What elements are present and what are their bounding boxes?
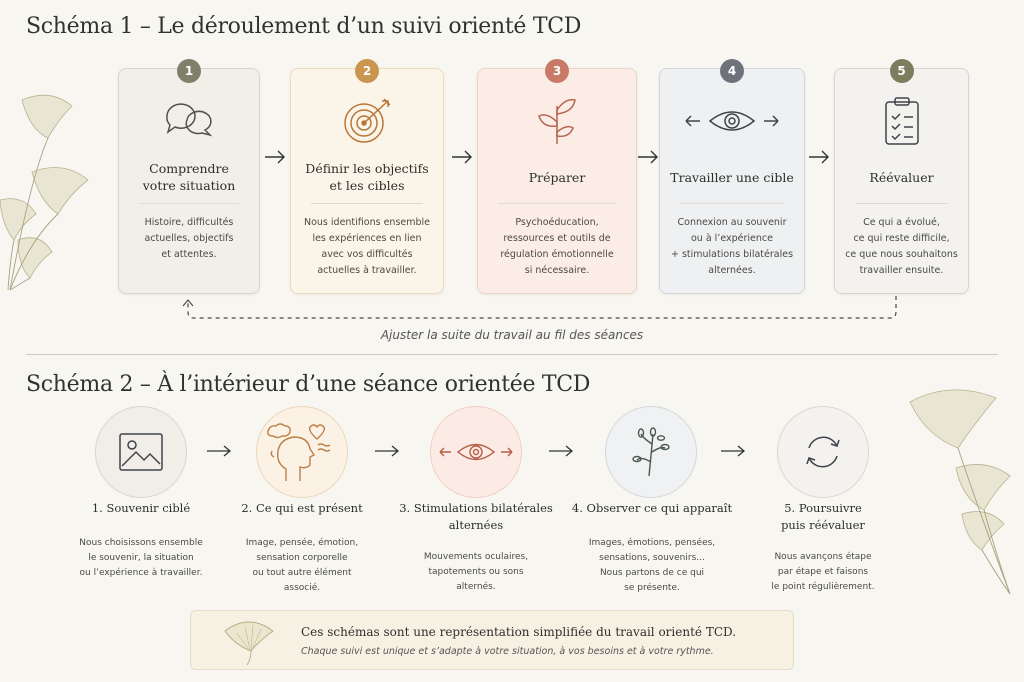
arrow-right-icon	[549, 445, 574, 457]
schema2-title: Schéma 2 – À l’intérieur d’une séance or…	[26, 372, 591, 397]
ginkgo-leaf-icon	[224, 621, 274, 666]
step-card-2: 2 Définir les objectifs et les cibles No…	[290, 59, 444, 294]
step-badge: 3	[545, 59, 569, 83]
session-step-title: 2. Ce qui est présent	[241, 501, 363, 515]
feedback-loop-label: Ajuster la suite du travail au fil des s…	[380, 328, 644, 342]
step-badge: 5	[889, 59, 914, 83]
eye-arrows-icon	[685, 111, 779, 131]
note-line-2: Chaque suivi est unique et s’adapte à vo…	[301, 646, 714, 657]
session-step-title: 1. Souvenir ciblé	[91, 501, 191, 515]
step-card-4: 4 Travailler une cible Connexion au souv…	[659, 59, 805, 294]
session-step-description: Images, émotions, pensées, sensations, s…	[588, 538, 716, 593]
session-step-description: Nous choisissons ensemble le souvenir, l…	[79, 538, 203, 578]
step-card-description: Psychoéducation, ressources et outils de…	[500, 217, 614, 276]
step-badge: 4	[720, 59, 744, 83]
arrow-right-icon	[809, 150, 829, 164]
session-step-title: 5. Poursuivre puis réévaluer	[781, 501, 865, 532]
session-step-title: 3. Stimulations bilatérales alternées	[399, 501, 553, 532]
eye-arrows-icon	[439, 443, 513, 461]
step-card-title: Réévaluer	[869, 169, 934, 185]
step-card-title: Travailler une cible	[670, 169, 794, 185]
arrow-right-icon	[638, 150, 658, 164]
section-divider	[26, 354, 998, 355]
session-step-circle-1	[95, 406, 187, 498]
step-card-description: Histoire, difficultés actuelles, objecti…	[144, 217, 234, 260]
session-step-circle-4	[605, 406, 697, 498]
step-card-title: Comprendre votre situation	[142, 161, 236, 193]
step-card-5: 5 Réévaluer Ce qui a évolué, ce qui rest…	[834, 59, 969, 294]
branch-icon	[632, 427, 670, 477]
session-step-description: Mouvements oculaires, tapotements ou son…	[423, 552, 529, 592]
step-card-description: Nous identifions ensemble les expérience…	[303, 217, 431, 276]
arrow-right-icon	[265, 150, 285, 164]
ginkgo-leaves-left-decoration	[0, 94, 89, 291]
step-card-1: 1 Comprendre votre situation Histoire, d…	[118, 59, 260, 294]
target-icon	[344, 98, 391, 143]
head-thoughts-icon	[267, 423, 331, 481]
arrow-right-icon	[375, 445, 400, 457]
clipboard-checklist-icon	[884, 97, 919, 145]
note-line-1: Ces schémas sont une représentation simp…	[301, 625, 737, 639]
session-step-circle-3	[430, 406, 522, 498]
disclaimer-note: Ces schémas sont une représentation simp…	[190, 610, 794, 670]
feedback-loop-arrow	[182, 296, 897, 319]
arrow-right-icon	[452, 150, 472, 164]
arrow-right-icon	[721, 445, 746, 457]
schema1-title: Schéma 1 – Le déroulement d’un suivi ori…	[26, 14, 582, 39]
ginkgo-leaves-right-decoration	[909, 389, 1011, 594]
step-card-title: Préparer	[528, 169, 586, 185]
session-step-circle-5	[777, 406, 869, 498]
session-step-circle-2	[256, 406, 348, 498]
sprout-icon	[538, 98, 576, 144]
step-badge: 1	[177, 59, 201, 83]
session-step-description: Image, pensée, émotion, sensation corpor…	[245, 538, 359, 593]
session-step-description: Nous avançons étape par étape et faisons…	[771, 552, 875, 592]
step-card-title: Définir les objectifs et les cibles	[305, 161, 429, 193]
step-card-description: Connexion au souvenir ou à l’expérience …	[670, 217, 794, 276]
speech-bubbles-icon	[166, 103, 213, 137]
session-step-title: 4. Observer ce qui apparaît	[571, 501, 733, 515]
arrow-right-icon	[207, 445, 232, 457]
step-badge: 2	[355, 59, 379, 83]
image-icon	[119, 433, 163, 471]
step-card-3: 3 Préparer Psychoéducation, ressources e…	[477, 59, 637, 294]
cycle-arrows-icon	[806, 436, 840, 468]
step-card-description: Ce qui a évolué, ce qui reste difficile,…	[845, 217, 958, 276]
